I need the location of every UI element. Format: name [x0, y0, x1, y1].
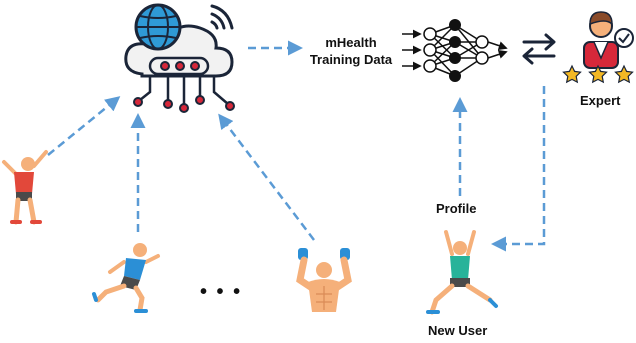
- rating-stars-icon: [562, 64, 634, 84]
- training-data-label-line1: mHealth: [325, 35, 377, 50]
- checkmark-badge-icon: [614, 28, 634, 48]
- flow-arrows: [47, 40, 546, 252]
- training-data-label: mHealth Training Data: [306, 34, 396, 68]
- expert-avatar-icon: [562, 11, 634, 84]
- bodybuilder-icon: [296, 248, 352, 312]
- cloud-network-icon: [124, 3, 235, 113]
- runner-icon: [92, 243, 160, 313]
- neural-network-icon: [402, 19, 508, 82]
- arrow-bodybuilder-to-cloud: [218, 113, 315, 241]
- swap-arrows-icon: [522, 33, 556, 65]
- new-user-stretching-icon: [426, 230, 498, 315]
- arrow-expert-to-user: [491, 86, 546, 252]
- training-data-label-line2: Training Data: [309, 52, 393, 67]
- expert-label: Expert: [580, 93, 621, 108]
- globe-icon: [134, 3, 182, 51]
- ellipsis-label: • • •: [200, 281, 243, 303]
- stretching-person-icon: [2, 150, 48, 225]
- new-user-label: New User: [428, 323, 488, 338]
- arrow-stretch-to-cloud: [47, 96, 121, 156]
- wifi-icon: [210, 4, 234, 30]
- profile-label: Profile: [436, 201, 477, 216]
